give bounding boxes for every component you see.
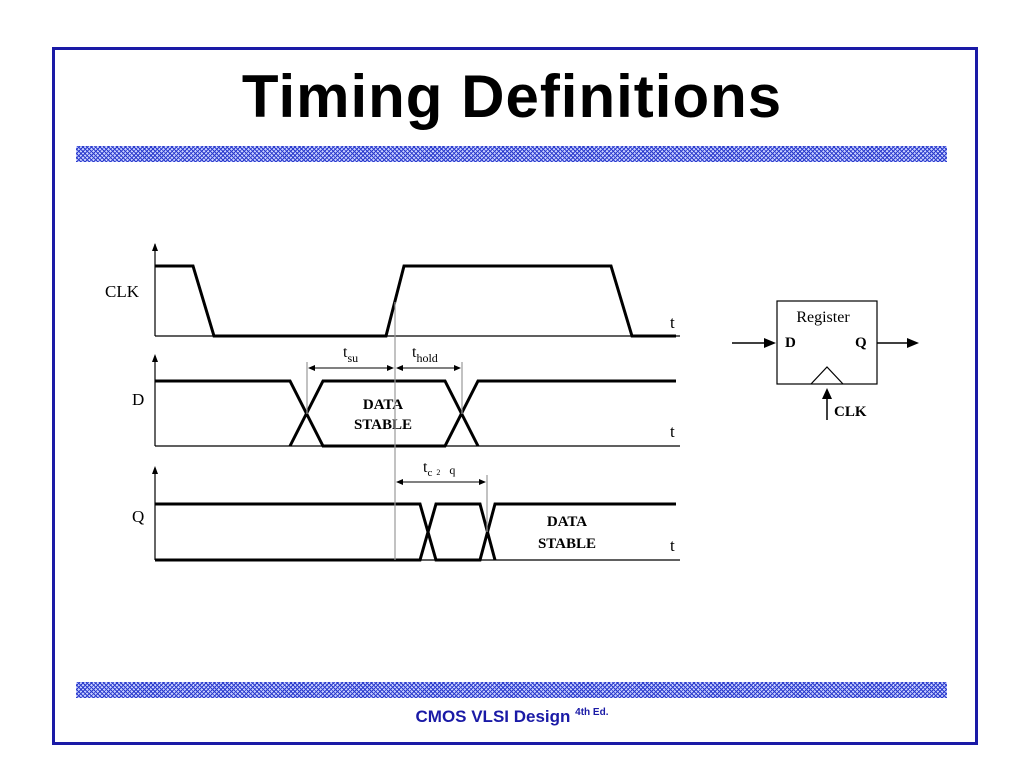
- tsu-label: tsu: [343, 344, 358, 365]
- top-divider-band: [76, 146, 947, 162]
- q-data-stable-line1: DATA: [547, 514, 587, 530]
- clk-waveform: CLK t: [105, 243, 680, 338]
- slide-footer: CMOS VLSI Design 4th Ed.: [0, 707, 1024, 727]
- timing-reference-lines: [306, 302, 488, 560]
- d-signal-upper: [155, 379, 676, 448]
- footer-text: CMOS VLSI Design: [415, 707, 571, 726]
- register-q-output-arrow: [907, 338, 919, 348]
- tsu-dimension: tsu: [308, 344, 394, 371]
- register-d-pin: D: [785, 335, 796, 351]
- q-label: Q: [132, 507, 144, 526]
- q-waveform: Q t DATA STABLE: [132, 466, 680, 562]
- clk-label: CLK: [105, 282, 140, 301]
- thold-dimension: thold: [396, 344, 461, 371]
- register-q-pin: Q: [855, 335, 867, 351]
- register-d-input-arrow: [764, 338, 776, 348]
- q-axis-arrow: [152, 466, 158, 474]
- q-signal-upper: [155, 502, 676, 562]
- thold-label: thold: [412, 344, 438, 365]
- bottom-divider-band: [76, 682, 947, 698]
- d-data-stable-line1: DATA: [363, 397, 403, 413]
- d-t-label: t: [670, 422, 675, 441]
- q-signal-lower: [155, 502, 497, 562]
- clk-signal: [155, 264, 676, 338]
- q-data-stable-line2: STABLE: [538, 536, 596, 552]
- clk-t-label: t: [670, 313, 675, 332]
- clk-axis-arrow: [152, 243, 158, 251]
- d-label: D: [132, 390, 144, 409]
- d-axis-arrow: [152, 354, 158, 362]
- footer-edition: 4th Ed.: [575, 707, 609, 718]
- register-block: Register D Q CLK: [732, 300, 919, 420]
- q-t-label: t: [670, 536, 675, 555]
- register-clk-input-arrow: [822, 388, 832, 399]
- register-name: Register: [796, 309, 850, 326]
- d-data-stable-line2: STABLE: [354, 417, 412, 433]
- slide-title: Timing Definitions: [241, 63, 783, 130]
- register-clk-pin: CLK: [834, 404, 867, 420]
- register-clock-triangle: [810, 366, 844, 385]
